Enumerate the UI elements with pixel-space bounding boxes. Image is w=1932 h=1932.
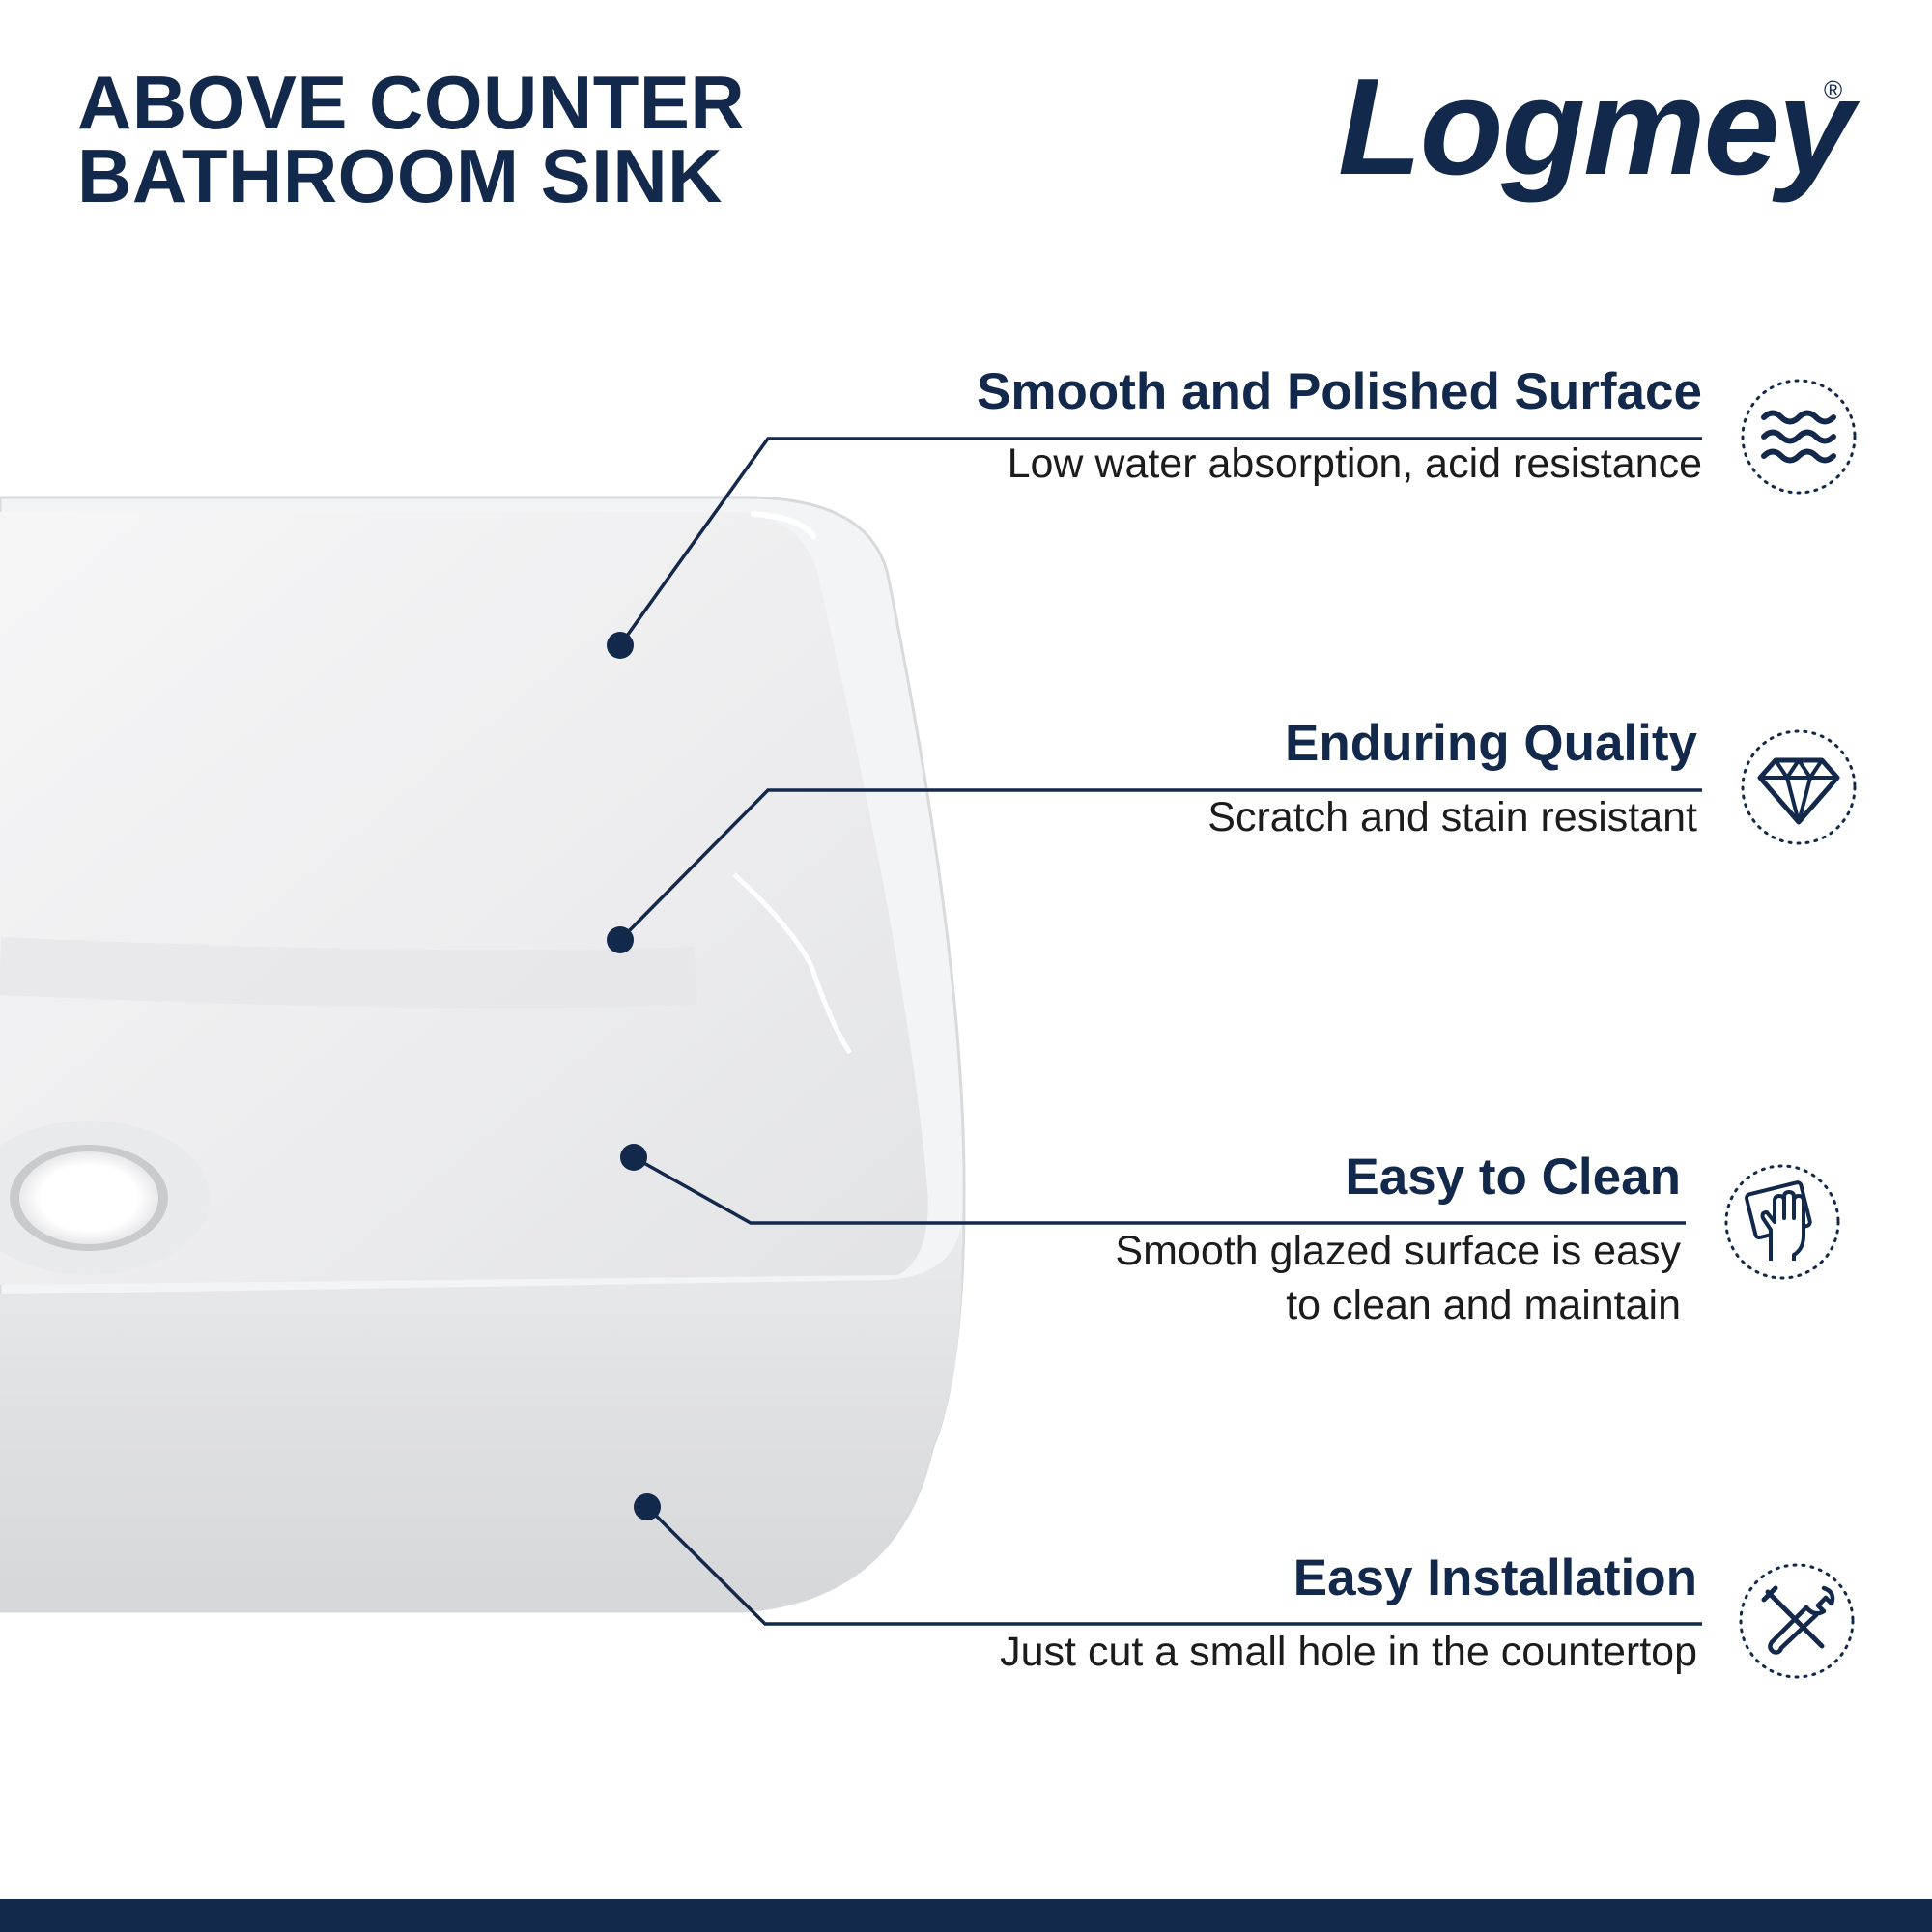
feature-title: Smooth and Polished Surface — [977, 363, 1702, 420]
feature-easy-clean: Easy to Clean Smooth glazed surface is e… — [1115, 1147, 1681, 1332]
feature-title: Easy Installation — [1293, 1549, 1697, 1606]
callout-dot-quality — [607, 926, 634, 953]
callout-dot-clean — [620, 1144, 647, 1171]
callout-line-install — [645, 1505, 1702, 1626]
registered-mark: ® — [1824, 75, 1843, 104]
feature-description-line-1: Smooth glazed surface is easy — [1115, 1228, 1681, 1274]
waves-icon — [1741, 379, 1857, 495]
feature-description: Scratch and stain resistant — [1208, 794, 1697, 840]
feature-easy-installation: Easy Installation Just cut a small hole … — [1000, 1548, 1697, 1679]
feature-description-line-2: to clean and maintain — [1286, 1282, 1681, 1328]
feature-enduring-quality: Enduring Quality Scratch and stain resis… — [1208, 713, 1697, 844]
callout-dot-surface — [607, 632, 634, 659]
sink-front-face — [0, 1227, 962, 1611]
sink-glaze-reflection — [732, 872, 853, 1055]
page-title-line-1: ABOVE COUNTER — [77, 60, 746, 145]
hand-wipe-icon — [1724, 1164, 1840, 1280]
sink — [0, 496, 966, 1613]
feature-description: Low water absorption, acid resistance — [1007, 440, 1702, 487]
callout-line-surface — [618, 437, 1702, 647]
callout-line-quality — [618, 788, 1702, 942]
feature-description: Just cut a small hole in the countertop — [1000, 1629, 1697, 1675]
feature-smooth-surface: Smooth and Polished Surface Low water ab… — [977, 361, 1702, 491]
feature-title: Easy to Clean — [1345, 1149, 1681, 1206]
page-title: ABOVE COUNTER BATHROOM SINK — [77, 60, 746, 218]
sink-inner-shadow — [0, 937, 697, 1009]
feature-title: Enduring Quality — [1285, 715, 1697, 772]
page-title-line-2: BATHROOM SINK — [77, 133, 724, 218]
sink-basin-interior — [0, 512, 928, 1285]
brand-logo: Logmey — [1338, 50, 1854, 204]
callout-lines — [607, 437, 1702, 1626]
tools-icon — [1739, 1563, 1855, 1679]
diamond-icon — [1741, 729, 1857, 845]
footer-bar — [0, 1899, 1932, 1932]
drain-hole — [0, 1121, 210, 1275]
callout-line-clean — [633, 1155, 1686, 1225]
sink-rim-highlight — [751, 511, 816, 539]
callout-dot-install — [634, 1493, 661, 1520]
